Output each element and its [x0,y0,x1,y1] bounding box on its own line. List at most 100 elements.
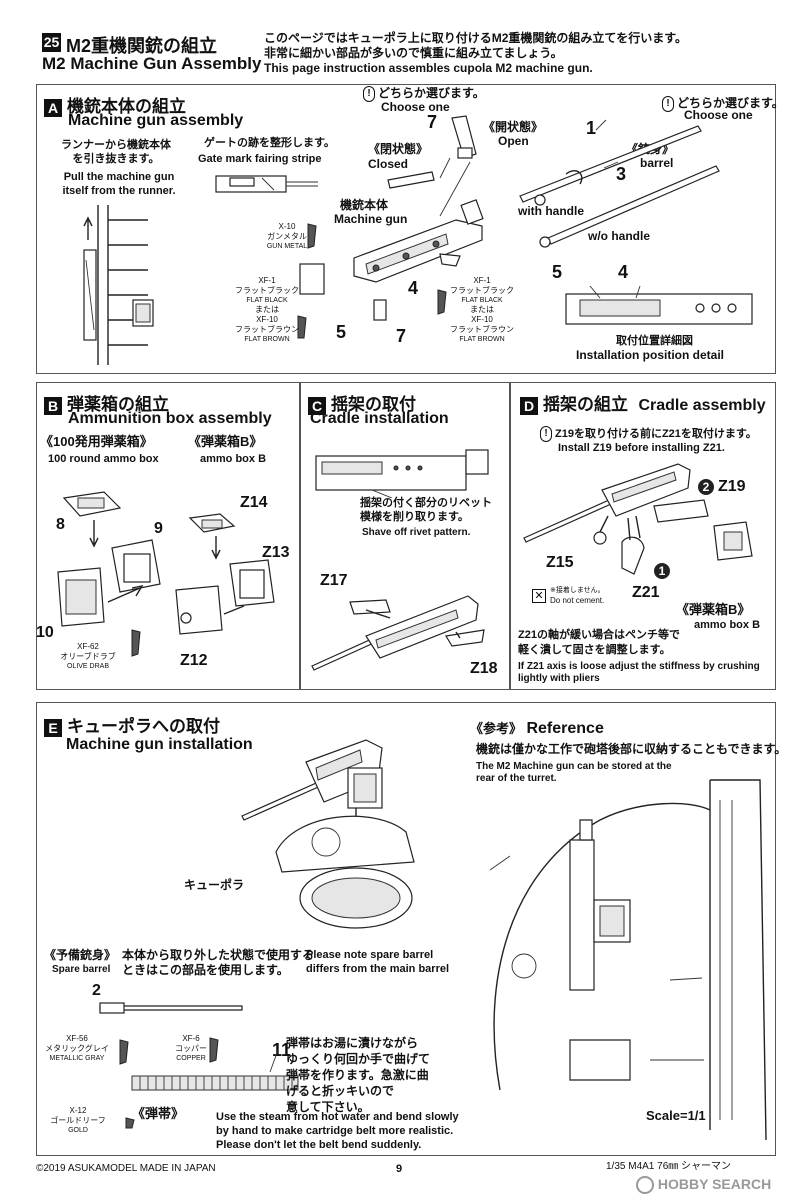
part-label-6: 7 [427,112,438,132]
gate-note-en: Gate mark fairing stripe [198,153,322,165]
footer-page-number: 9 [396,1163,403,1175]
belt-note-en-1: Use the steam from hot water and bend sl… [216,1111,459,1123]
belt-note-jp-2: ゆっくり何回か手で曲げて [286,1052,431,1066]
section-b-title-jp: 弾薬箱の組立 [67,395,169,414]
section-b-letter: B [44,396,62,415]
belt-note-jp-1: 弾帯はお湯に漬けながら [286,1036,419,1050]
with-handle-label: with handle [518,204,584,218]
detail-part-4: 4 [618,262,629,282]
section-b-heading: B 弾薬箱の組立 [44,390,169,415]
part-label-z21: Z21 [632,584,660,601]
part-label-7: 7 [396,326,407,346]
detail-label-en: Installation position detail [576,348,725,362]
section-b-panel [36,382,300,690]
paint-x10: X-10 ガンメタル GUN METAL [266,222,308,250]
footer-copyright: ©2019 ASUKAMODEL MADE IN JAPAN [36,1163,216,1174]
part-label-2: 2 [92,982,101,999]
belt-note-jp-3: 弾帯を作ります。急激に曲 [286,1068,429,1082]
spare-barrel-jp: 《予備銃身》 [44,948,117,962]
section-e-title-en: Machine gun installation [66,736,253,753]
choose-cover-en: Choose one [381,100,450,114]
section-d-panel [510,382,776,690]
reference-heading: 《参考》 Reference [470,720,604,738]
scale-label: Scale=1/1 [646,1108,706,1123]
no-cement-en: Do not cement. [550,596,605,605]
part-label-z19: Z19 [718,478,746,495]
cradle-assembly-drawing [523,463,753,575]
install-order-en: Install Z19 before installing Z21. [558,442,725,454]
detail-label-jp: 取付位置詳細図 [616,335,693,347]
footer-kit-name: 1/35 M4A1 76㎜ シャーマン [606,1161,732,1172]
loose-note-en-2: lightly with pliers [518,673,600,684]
part-label-4: 4 [408,278,419,298]
section-d-title-en: Cradle assembly [638,397,766,414]
ammo-box-drawing [57,491,275,657]
part-label-9: 9 [154,520,163,537]
page-title-jp: M2重機関銃の組立 [66,36,218,56]
rivet-note-jp-2: 模様を削り取ります。 [360,511,469,523]
cupola-label: キューポラ [184,878,245,892]
gun-body-jp: 機銃本体 [340,198,389,212]
section-c-panel [300,382,510,690]
hobby-search-logo-icon [636,1176,654,1195]
runner-drawing [83,205,154,365]
boxb-label-en: ammo box B [200,453,267,465]
section-b-title-en: Ammunition box assembly [68,410,272,427]
step-1-badge: 1 [654,562,670,580]
section-a-panel [36,84,776,374]
box100-label-jp: 《100発用弾薬箱》 [40,434,153,449]
closed-label-jp: 《閉状態》 [368,142,429,156]
gate-note-jp: ゲートの跡を整形します。 [204,137,335,149]
barrel-label-en: barrel [640,156,674,170]
boxb-d-label-en: ammo box B [694,619,761,631]
section-c-heading: C 揺架の取付 [308,390,416,415]
spare-note-en-1: Please note spare barrel [306,949,434,961]
belt-note-jp-4: げると折ッキいので [286,1084,395,1098]
intro-en: This page instruction assembles cupola M… [264,61,593,75]
choose-barrel-en: Choose one [684,108,753,122]
machine-gun-body-drawing [353,199,484,283]
installation-detail-drawing [565,286,753,325]
spare-barrel-drawing [99,1002,243,1014]
reference-title-en: Reference [526,720,604,737]
wo-handle-label: w/o handle [588,229,651,243]
spare-barrel-en: Spare barrel [52,964,111,975]
part-label-8: 8 [56,516,65,533]
intro-jp-2: 非常に細かい部品が多いので慎重に組み立てましょう。 [264,46,563,60]
runner-note-jp: ランナーから機銃本体を引き抜きます。 [61,139,171,165]
page-title-en: M2 Machine Gun Assembly [42,54,262,73]
rivet-gun-drawing [315,449,489,498]
loose-note-jp-2: 軽く潰して固さを調整します。 [518,644,671,656]
open-label-jp: 《開状態》 [483,120,544,134]
part-label-z18: Z18 [470,660,498,677]
reference-note-en-2: rear of the turret. [476,773,557,784]
step-number: 25 [42,33,61,52]
gate-gun-drawing [215,175,318,193]
paint-x12: X-12 ゴールドリーフ GOLD [50,1106,106,1134]
part-label-1: 1 [586,118,597,138]
boxb-d-label-jp: 《弾薬箱B》 [676,602,751,617]
section-c-title-jp: 揺架の取付 [331,395,416,414]
paint-brush-icons [297,223,461,339]
section-a-letter: A [44,98,62,117]
gun-body-en: Machine gun [334,212,408,226]
hobby-search-watermark: HOBBY SEARCH [636,1176,771,1195]
section-a-title-jp: 機銃本体の組立 [67,97,186,116]
part-label-z17: Z17 [320,572,348,589]
runner-note-en: Pull the machine gun itself from the run… [62,171,176,197]
reference-note-en-1: The M2 Machine gun can be stored at the [476,761,672,772]
detail-part-5: 5 [552,262,563,282]
closed-label-en: Closed [368,157,409,171]
loose-note-en-1: If Z21 axis is loose adjust the stiffnes… [518,661,760,672]
info-icon: ! [662,96,674,112]
section-c-letter: C [308,396,326,415]
paint-xf56: XF-56 メタリックグレイ METALLIC GRAY [45,1034,109,1062]
choose-barrel-jp: !どちらか選びます。 [662,96,784,112]
boxb-label-jp: 《弾薬箱B》 [188,434,263,449]
belt-note-jp-5: 意して下さい。 [286,1100,370,1114]
reference-title-jp: 《参考》 [470,721,523,736]
reference-note-jp: 機銃は僅かな工作で砲塔後部に収納することもできます。 [476,742,787,756]
no-cement-mark: ✕ [532,586,546,604]
